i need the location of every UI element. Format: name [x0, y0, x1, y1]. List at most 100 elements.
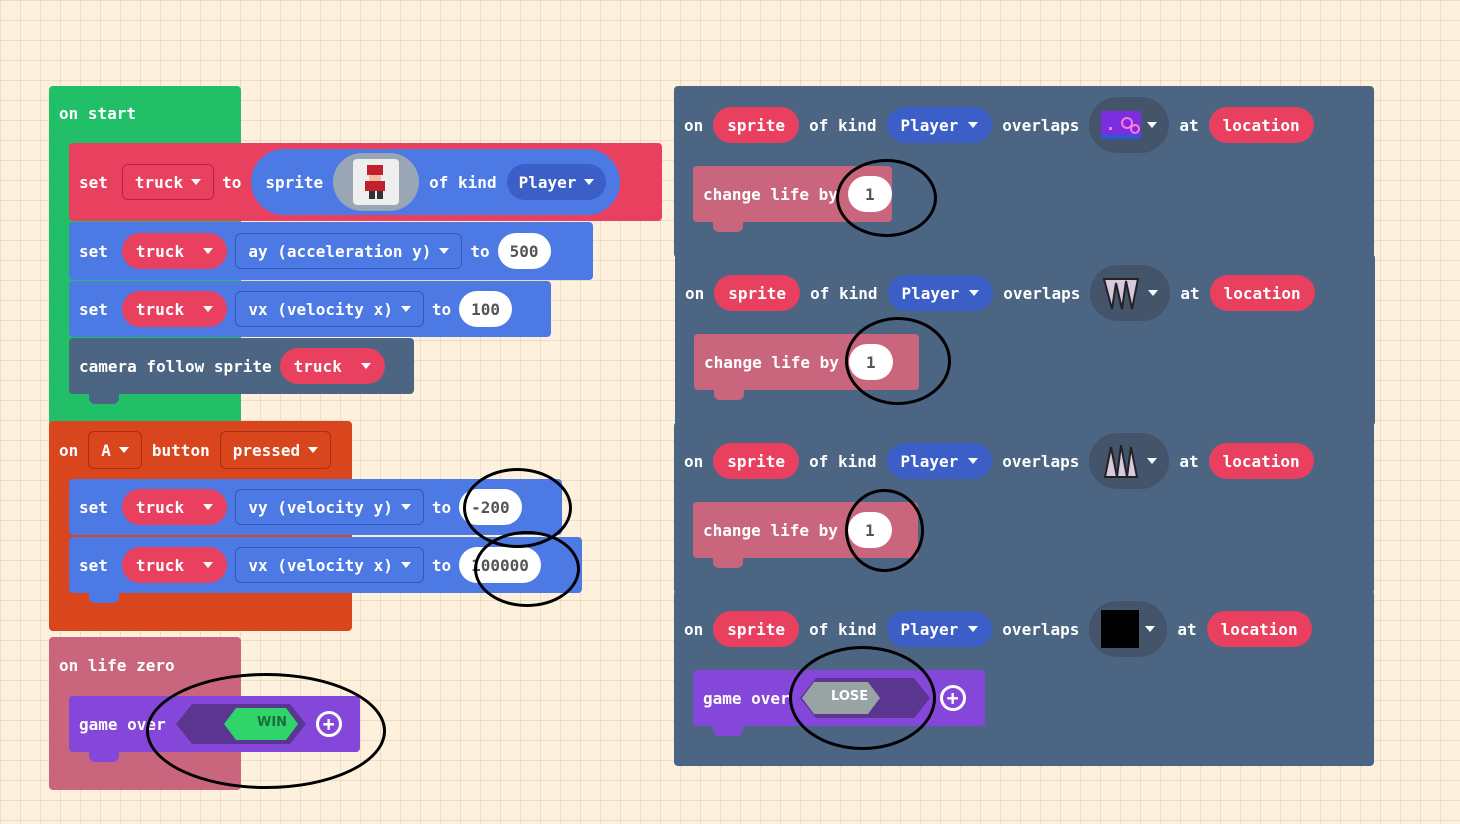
tile-image-picker[interactable]: [1090, 265, 1171, 321]
change-life-block[interactable]: change life by 1: [693, 502, 918, 558]
at-label: at: [1180, 283, 1200, 303]
dropdown-caret-icon: [400, 306, 411, 312]
win-lose-reporter[interactable]: [175, 704, 306, 744]
sprite-variable-dropdown[interactable]: sprite: [713, 611, 800, 647]
kind-dropdown-player[interactable]: Player: [506, 164, 607, 200]
event-dropdown-pressed[interactable]: pressed: [219, 431, 332, 469]
variable-dropdown-truck[interactable]: truck: [279, 348, 386, 384]
button-label: button: [151, 440, 210, 460]
tile-image-picker[interactable]: [1089, 433, 1170, 489]
dropdown-caret-icon: [400, 562, 411, 568]
sprite-variable-dropdown[interactable]: sprite: [713, 443, 800, 479]
block-notch: [713, 558, 743, 568]
of-kind-label: of kind: [809, 619, 877, 639]
at-label: at: [1179, 451, 1199, 471]
set-truck-vx-block[interactable]: set truck vx (velocity x) to 100: [69, 281, 551, 337]
on-life-zero-label: on life zero: [59, 656, 175, 675]
at-label: at: [1179, 115, 1199, 135]
variable-dropdown-truck[interactable]: truck: [121, 547, 228, 583]
block-notch: [714, 390, 744, 400]
sprite-variable-dropdown[interactable]: sprite: [713, 107, 800, 143]
location-variable-dropdown[interactable]: location: [1208, 107, 1314, 143]
location-variable-dropdown[interactable]: location: [1209, 275, 1315, 311]
value-input-100000[interactable]: 100000: [459, 547, 541, 583]
change-life-block[interactable]: change life by 1: [693, 166, 892, 222]
property-dropdown-vy[interactable]: vy (velocity y): [235, 489, 424, 525]
change-life-label: change life by: [703, 520, 838, 540]
to-label: to: [431, 555, 452, 575]
variable-dropdown-truck[interactable]: truck: [121, 164, 215, 200]
dropdown-caret-icon: [400, 504, 411, 510]
tile-image-picker[interactable]: [1089, 601, 1168, 657]
dropdown-caret-icon: [968, 458, 979, 464]
tile-image-picker[interactable]: [1089, 97, 1170, 153]
variable-dropdown-truck[interactable]: truck: [121, 233, 228, 269]
overlaps-label: overlaps: [1003, 283, 1081, 303]
overlaps-label: overlaps: [1002, 115, 1080, 135]
plus-circle-icon[interactable]: +: [939, 685, 966, 711]
set-truck-sprite-block[interactable]: set truck to sprite of kind Player: [69, 143, 662, 221]
sprite-variable-dropdown[interactable]: sprite: [714, 275, 801, 311]
of-kind-label: of kind: [810, 283, 878, 303]
property-dropdown-vx[interactable]: vx (velocity x): [235, 291, 424, 327]
life-change-value-input[interactable]: 1: [848, 344, 893, 380]
of-kind-label: of kind: [809, 451, 877, 471]
dropdown-caret-icon: [1147, 458, 1158, 464]
game-over-lose-block[interactable]: game over+LOSE: [693, 670, 985, 726]
sprite-of-kind-reporter[interactable]: sprite of kind Player: [251, 149, 621, 215]
dropdown-caret-icon: [1147, 122, 1158, 128]
sprite-image-icon: [353, 159, 400, 205]
camera-follow-block[interactable]: camera follow sprite truck: [69, 338, 414, 394]
set-truck-vy-block[interactable]: set truck vy (velocity y) to -200: [69, 479, 562, 535]
dropdown-caret-icon: [191, 179, 202, 185]
sprite-image-icon: [1101, 610, 1140, 648]
to-label: to: [222, 172, 242, 192]
variable-dropdown-truck[interactable]: truck: [121, 489, 228, 525]
life-change-value-input[interactable]: 1: [847, 176, 892, 212]
property-dropdown-vx[interactable]: vx (velocity x): [235, 547, 424, 583]
value-input-500[interactable]: 500: [497, 233, 551, 269]
of-kind-label: of kind: [809, 115, 877, 135]
set-truck-ay-block[interactable]: set truck ay (acceleration y) to 500: [69, 222, 593, 280]
win-lose-reporter[interactable]: [799, 678, 930, 718]
set-label: set: [79, 555, 108, 575]
button-dropdown-a[interactable]: A: [88, 431, 142, 469]
kind-dropdown-player[interactable]: Player: [886, 443, 993, 479]
on-start-label: on start: [59, 104, 137, 123]
value-input-neg200[interactable]: -200: [459, 489, 522, 525]
block-notch: [89, 593, 119, 603]
overlaps-label: overlaps: [1002, 619, 1080, 639]
plus-circle-icon[interactable]: +: [315, 711, 342, 737]
set-label: set: [79, 299, 108, 319]
block-notch: [89, 394, 119, 404]
sprite-image-picker[interactable]: [333, 153, 420, 211]
on-label: on: [684, 451, 704, 471]
at-label: at: [1177, 619, 1197, 639]
variable-dropdown-truck[interactable]: truck: [121, 291, 228, 327]
overlaps-label: overlaps: [1002, 451, 1080, 471]
property-dropdown-ay[interactable]: ay (acceleration y): [235, 233, 463, 269]
location-variable-dropdown[interactable]: location: [1208, 443, 1314, 479]
set-truck-vx-block-2[interactable]: set truck vx (velocity x) to 100000: [69, 537, 582, 593]
kind-dropdown-player[interactable]: Player: [887, 275, 994, 311]
lose-label: LOSE: [831, 689, 869, 704]
location-variable-dropdown[interactable]: location: [1206, 611, 1312, 647]
change-life-label: change life by: [703, 184, 838, 204]
game-over-win-block[interactable]: game over + WIN: [69, 696, 360, 752]
dropdown-caret-icon: [439, 248, 450, 254]
kind-dropdown-player[interactable]: Player: [886, 611, 993, 647]
kind-dropdown-player[interactable]: Player: [886, 107, 993, 143]
on-overlap-block[interactable]: on sprite of kind Player overlaps at loc…: [674, 590, 1374, 766]
set-label: set: [79, 172, 108, 192]
of-kind-label: of kind: [429, 172, 497, 192]
dropdown-caret-icon: [203, 504, 214, 510]
life-change-value-input[interactable]: 1: [847, 512, 892, 548]
to-label: to: [431, 497, 452, 517]
on-label: on: [685, 283, 705, 303]
dropdown-caret-icon: [1148, 290, 1159, 296]
value-input-100[interactable]: 100: [459, 291, 513, 327]
game-over-label: game over: [79, 714, 166, 734]
on-label: on: [684, 619, 704, 639]
dropdown-caret-icon: [968, 626, 979, 632]
